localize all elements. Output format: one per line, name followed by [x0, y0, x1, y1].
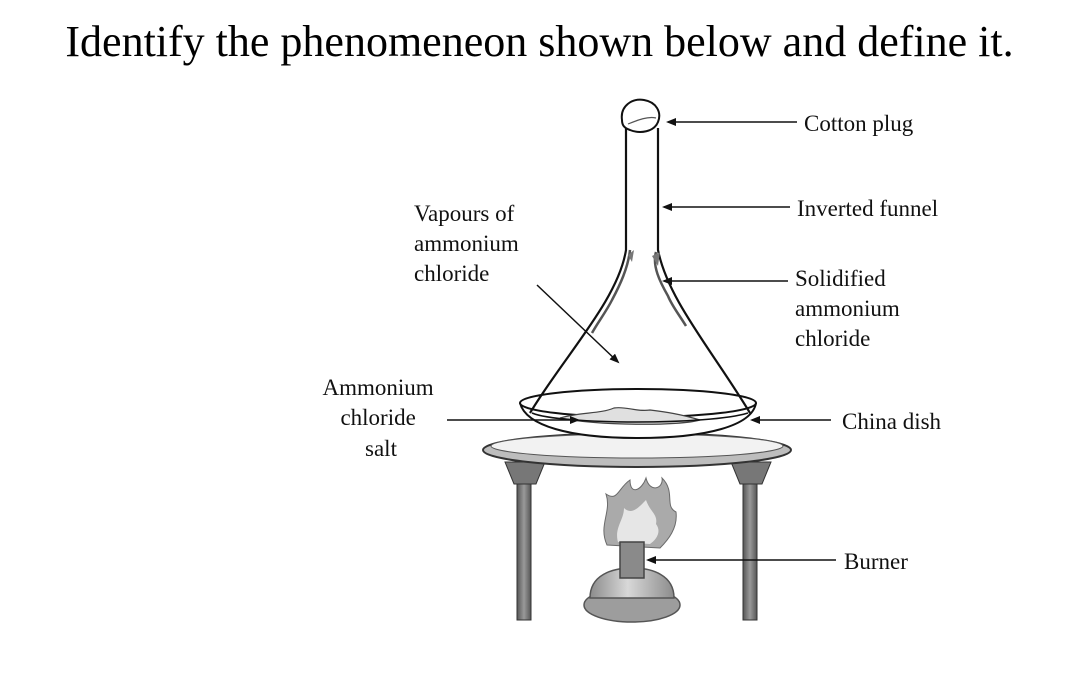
- china-dish: [519, 388, 757, 440]
- label-inverted-funnel: Inverted funnel: [797, 196, 938, 221]
- inverted-funnel: [529, 128, 751, 423]
- label-vapours: Vapours of ammonium chloride: [414, 201, 525, 286]
- label-china-dish: China dish: [842, 409, 942, 434]
- question-text: Identify the phenomeneon shown below and…: [65, 17, 1014, 66]
- tripod-leg-left: [516, 477, 532, 621]
- tripod-joint-left: [504, 461, 546, 485]
- ammonium-chloride-salt: [559, 406, 703, 425]
- tripod-stand: [482, 432, 792, 621]
- tripod-joint-right: [730, 461, 772, 485]
- arrow-vapours: [536, 284, 620, 364]
- solidified-deposit-left: [590, 249, 632, 334]
- label-cotton-plug: Cotton plug: [804, 111, 914, 136]
- label-burner: Burner: [844, 549, 908, 574]
- tripod-leg-right: [742, 477, 758, 621]
- burner-tube: [619, 541, 645, 579]
- label-ammonium-salt: Ammonium chloride salt: [323, 375, 440, 461]
- cotton-plug: [620, 98, 661, 133]
- burner: [583, 476, 681, 623]
- label-solidified: Solidified ammonium chloride: [795, 266, 906, 351]
- label-arrows: [447, 118, 836, 564]
- solidified-deposit-right: [653, 251, 688, 327]
- funnel-outline: [529, 128, 751, 414]
